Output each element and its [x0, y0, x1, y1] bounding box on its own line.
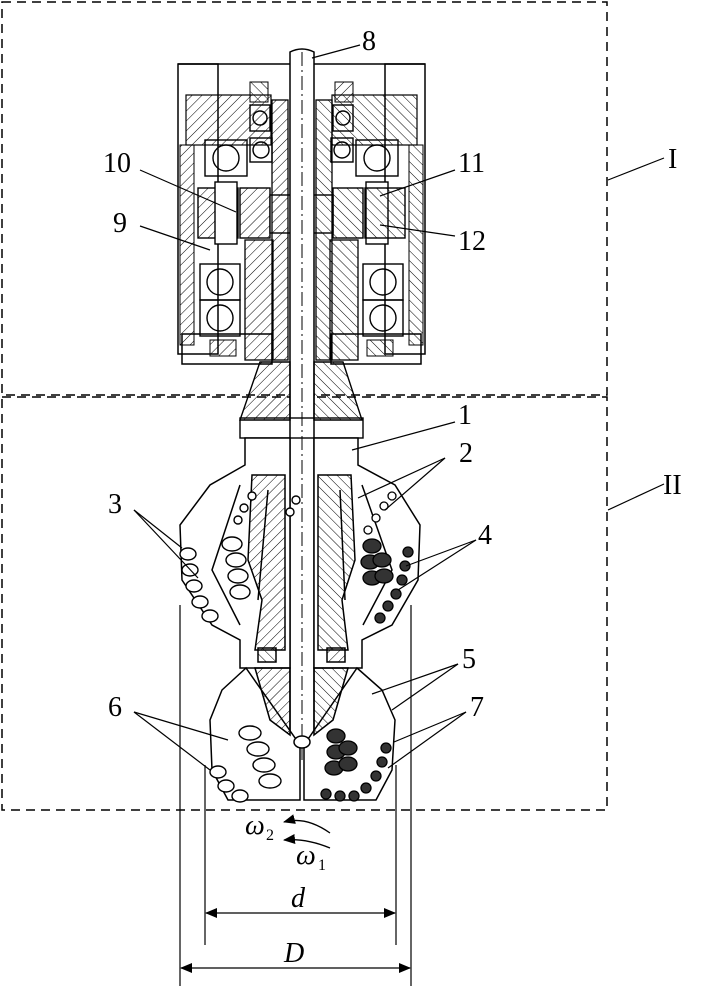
- omega-2-label: ω 2: [245, 810, 274, 844]
- label-12: 12: [458, 226, 486, 257]
- label-4: 4: [478, 520, 492, 551]
- section-label-II: II: [663, 470, 682, 501]
- dimension-D-label: D: [283, 938, 304, 969]
- omega-1-label: ω 1: [296, 840, 326, 874]
- dimension-d-label: d: [291, 883, 306, 914]
- label-5: 5: [462, 644, 476, 675]
- svg-text:1: 1: [318, 857, 326, 874]
- svg-text:ω: ω: [296, 840, 316, 871]
- label-10: 10: [103, 148, 131, 179]
- outer-cutters-right: [360, 491, 414, 624]
- label-1: 1: [458, 400, 472, 431]
- rotation-arrows: [283, 814, 331, 849]
- pilot-cutters-right: [320, 728, 392, 802]
- outer-cutters-left: [179, 491, 301, 623]
- svg-text:2: 2: [266, 827, 274, 844]
- label-7: 7: [470, 692, 484, 723]
- drive-sleeve: [244, 99, 359, 361]
- label-3: 3: [108, 489, 122, 520]
- label-9: 9: [113, 208, 127, 239]
- dimension-lines: [179, 605, 412, 986]
- label-6: 6: [108, 692, 122, 723]
- svg-text:ω: ω: [245, 810, 265, 841]
- label-11: 11: [458, 148, 485, 179]
- leader-lines: [133, 44, 665, 771]
- section-box-I: [1, 1, 608, 396]
- central-shaft: [289, 48, 315, 760]
- label-8: 8: [362, 26, 376, 57]
- connecting-neck: [239, 361, 364, 439]
- label-2: 2: [459, 438, 473, 469]
- section-label-I: I: [668, 144, 677, 175]
- pilot-cutters-left: [209, 725, 282, 803]
- gear-housing: [177, 63, 426, 365]
